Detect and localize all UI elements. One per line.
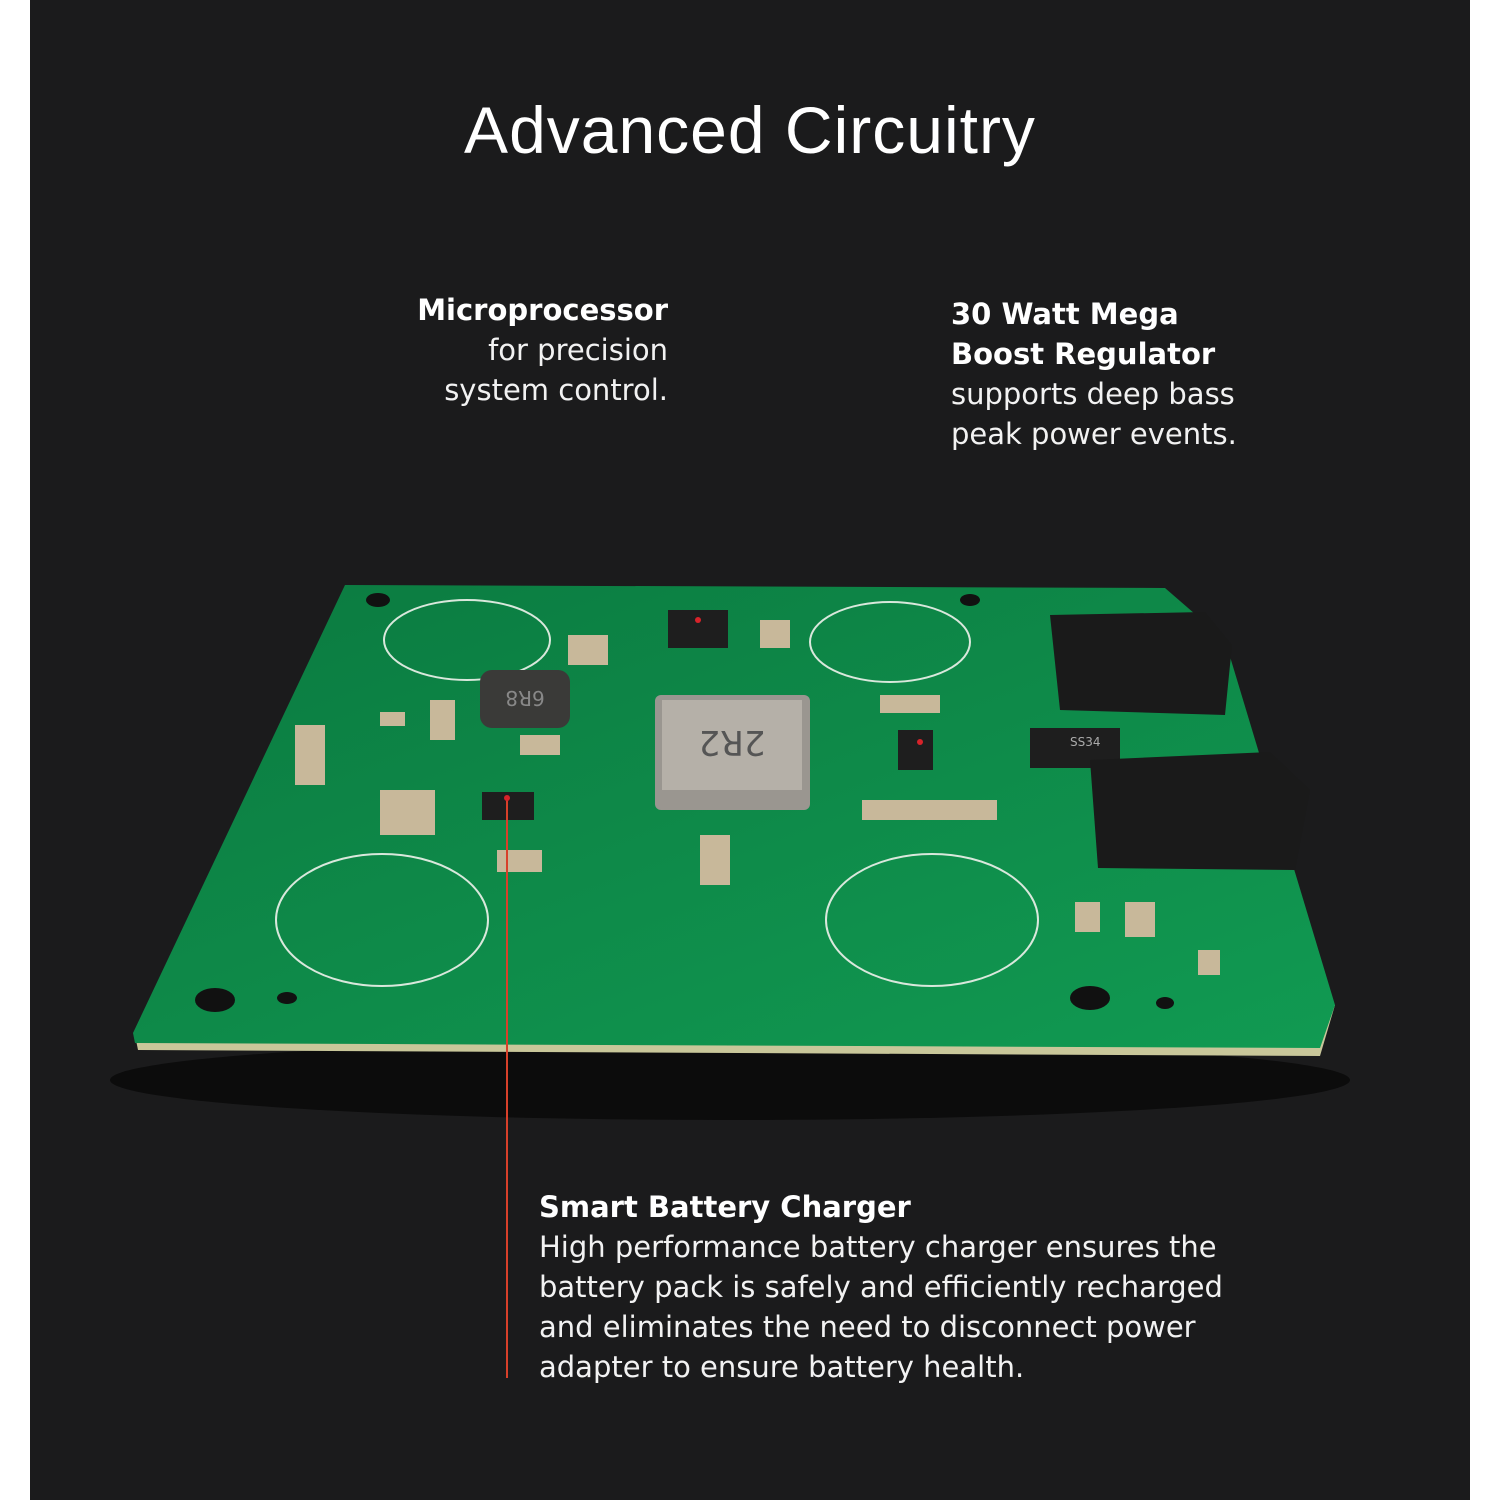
mounting-holes	[195, 593, 1174, 1012]
callout-text: peak power events.	[951, 417, 1237, 451]
callout-text: supports deep bass	[951, 377, 1235, 411]
board-shadow	[110, 1040, 1350, 1120]
battery-contact-pads	[275, 599, 1039, 987]
regulator-chip	[898, 730, 933, 770]
charger-callout: Smart Battery Charger High performance b…	[539, 1187, 1223, 1387]
main-inductor-marking: 2R2	[699, 722, 766, 762]
callout-heading: Microprocessor	[417, 293, 668, 327]
callout-text: system control.	[444, 373, 668, 407]
dc-connectors	[1050, 612, 1310, 870]
callout-heading: Boost Regulator	[951, 337, 1216, 371]
small-inductor-marking: 6R8	[505, 686, 544, 710]
main-inductor: 2R2	[655, 695, 810, 810]
callout-text: and eliminates the need to disconnect po…	[539, 1310, 1196, 1344]
callout-heading: 30 Watt Mega	[951, 297, 1179, 331]
diode: SS34	[1030, 728, 1120, 768]
callout-text: adapter to ensure battery health.	[539, 1350, 1025, 1384]
charger-leader-dot	[504, 795, 510, 801]
regulator-callout: 30 Watt Mega Boost Regulator supports de…	[951, 294, 1237, 454]
callout-text: battery pack is safely and efficiently r…	[539, 1270, 1223, 1304]
callout-text: High performance battery charger ensures…	[539, 1230, 1217, 1264]
callout-heading: Smart Battery Charger	[539, 1190, 911, 1224]
page-title: Advanced Circuitry	[464, 93, 1036, 167]
microprocessor-callout: Microprocessor for precision system cont…	[417, 290, 668, 410]
microprocessor-leader-dot	[695, 617, 701, 623]
regulator-leader-dot	[917, 739, 923, 745]
svg-text:SS34: SS34	[1070, 735, 1101, 749]
callout-text: for precision	[488, 333, 668, 367]
smd-components	[295, 620, 1220, 975]
small-inductor: 6R8	[480, 670, 570, 728]
